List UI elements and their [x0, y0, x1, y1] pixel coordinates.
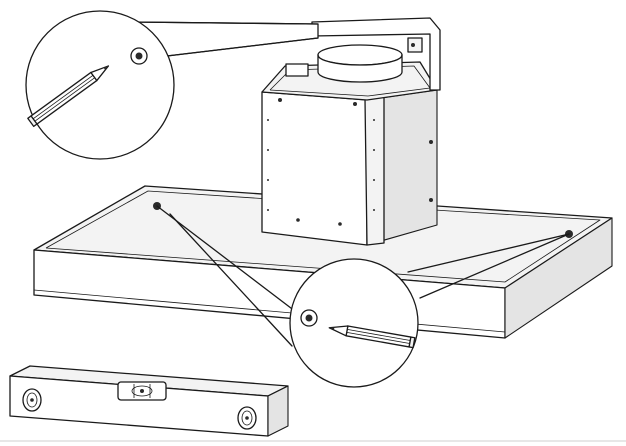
level-end-vial	[22, 388, 42, 412]
callout-balloon	[289, 258, 419, 388]
pencil-icon	[328, 325, 416, 349]
motor-block	[285, 63, 309, 77]
pencil-icon	[27, 65, 110, 128]
level-end-vial	[237, 406, 257, 430]
duct-collar-body	[317, 54, 403, 83]
level-end-face	[267, 385, 289, 437]
drill-mark-icon	[300, 309, 318, 327]
callout-balloon	[25, 10, 175, 160]
callout-top-left	[25, 10, 319, 160]
chimney-front-face	[261, 91, 368, 246]
canopy-side-face	[504, 217, 613, 339]
hood-chimney	[261, 17, 441, 246]
wall-bracket	[311, 17, 441, 91]
spirit-level-icon	[9, 365, 289, 437]
canopy-top-rim	[45, 190, 601, 283]
callout-bottom-right	[156, 205, 570, 388]
drill-mark-icon	[130, 47, 148, 65]
